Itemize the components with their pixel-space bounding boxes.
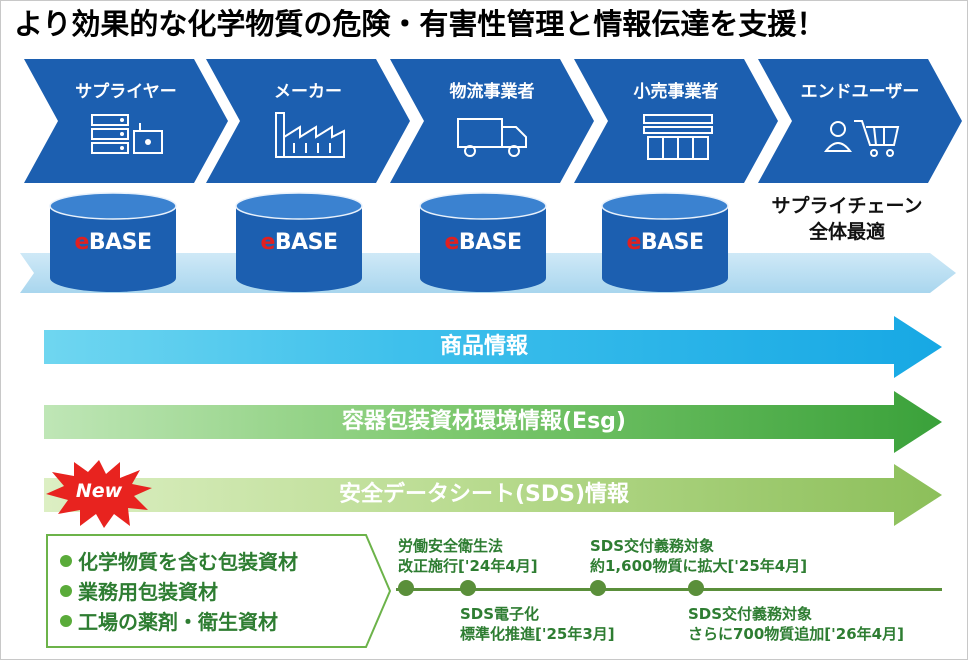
starburst-icon	[46, 460, 152, 528]
ebase-label: eBASE	[444, 230, 522, 255]
store-icon	[643, 114, 713, 160]
chevron-label: メーカー	[274, 82, 342, 102]
shopping-cart-user-icon	[823, 120, 900, 157]
arrow-label: 安全データシート(SDS)情報	[338, 482, 630, 507]
chevron-logistics: 物流事業者	[390, 59, 594, 183]
arrow-label: 商品情報	[439, 334, 528, 359]
chevron-end-user: エンドユーザー	[758, 59, 962, 183]
chevron-label: 小売事業者	[633, 82, 719, 102]
timeline-dot	[590, 580, 606, 596]
ebase-label: eBASE	[626, 230, 704, 255]
ebase-database: eBASE	[600, 192, 730, 294]
database-cylinder-icon	[235, 192, 363, 292]
timeline-dot	[398, 580, 414, 596]
target-list-box	[46, 534, 392, 648]
ebase-database: eBASE	[418, 192, 548, 294]
new-label: New	[75, 480, 123, 502]
ebase-database: eBASE	[48, 192, 178, 294]
target-item: 化学物質を含む包装資材	[60, 546, 298, 575]
ebase-database: eBASE	[234, 192, 364, 294]
truck-icon	[457, 118, 527, 157]
target-item: 工場の薬剤・衛生資材	[60, 606, 278, 635]
server-icon	[91, 114, 163, 154]
page-title: より効果的な化学物質の危険・有害性管理と情報伝達を支援！	[14, 7, 826, 41]
ebase-label: eBASE	[260, 230, 338, 255]
timeline-event: SDS交付義務対象約1,600物質に拡大['25年4月]	[590, 537, 808, 575]
chevron-retailer: 小売事業者	[574, 59, 778, 183]
database-cylinder-icon	[49, 192, 177, 292]
timeline-dot	[688, 580, 704, 596]
chevron-supplier: サプライヤー	[24, 59, 228, 183]
scm-line-2: 全体最適	[808, 221, 885, 243]
timeline-event: 労働安全衛生法改正施行['24年4月]	[398, 537, 538, 575]
ebase-label: eBASE	[74, 230, 152, 255]
arrow-sds-info: 安全データシート(SDS)情報	[44, 464, 942, 526]
scm-line-1: サプライチェーン	[771, 195, 923, 217]
chevron-label: 物流事業者	[449, 82, 535, 102]
arrow-label: 容器包装資材環境情報(Esg)	[342, 409, 626, 434]
bullet-icon	[60, 585, 72, 597]
timeline-event: SDS交付義務対象さらに700物質追加['26年4月]	[688, 605, 904, 643]
arrow-product-info: 商品情報	[44, 316, 942, 378]
target-item: 業務用包装資材	[60, 576, 218, 605]
timeline-dot	[460, 580, 476, 596]
bullet-icon	[60, 615, 72, 627]
chevron-maker: メーカー	[206, 59, 410, 183]
supply-chain-optimization-label: サプライチェーン 全体最適	[742, 193, 952, 245]
new-badge: New	[44, 458, 154, 530]
chevron-label: サプライヤー	[75, 82, 177, 102]
arrow-packaging-env-info: 容器包装資材環境情報(Esg)	[44, 391, 942, 453]
bullet-icon	[60, 555, 72, 567]
timeline-line	[396, 588, 942, 591]
timeline-event: SDS電子化標準化推進['25年3月]	[460, 605, 615, 643]
factory-icon	[275, 112, 345, 158]
database-cylinder-icon	[601, 192, 729, 292]
database-cylinder-icon	[419, 192, 547, 292]
chevron-label: エンドユーザー	[800, 82, 920, 102]
